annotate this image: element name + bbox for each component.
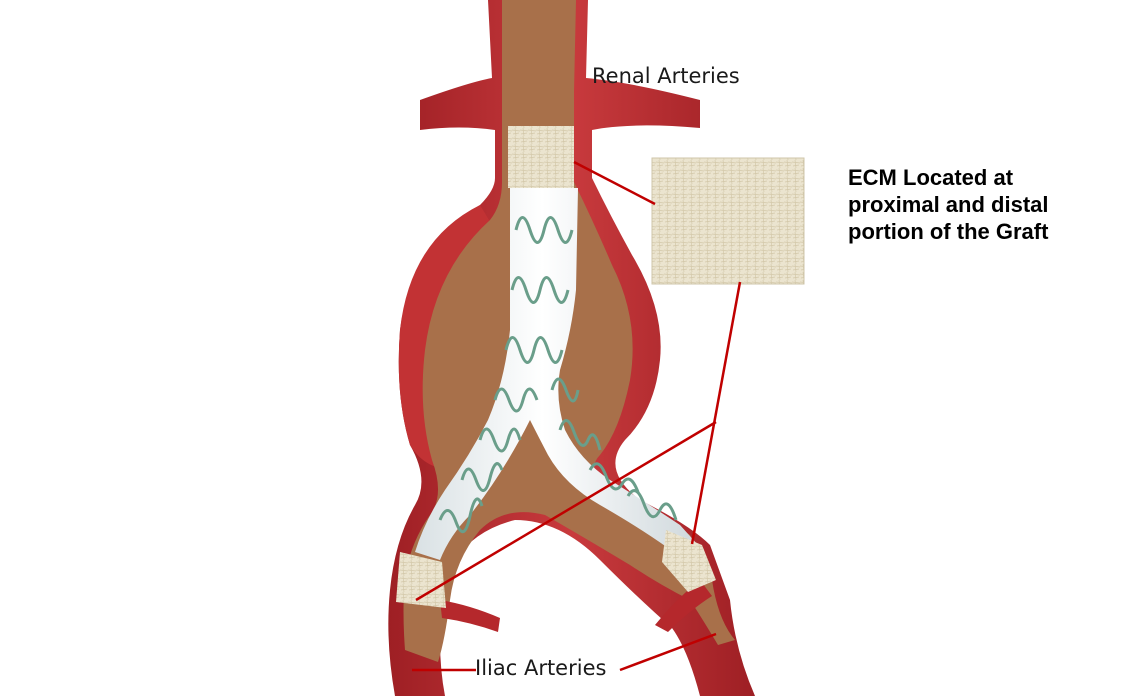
iliac-arteries-label: Iliac Arteries xyxy=(475,656,606,680)
ecm-inset-image xyxy=(652,158,804,284)
ecm-caption-line-3: portion of the Graft xyxy=(848,218,1138,245)
ecm-caption-line-1: ECM Located at xyxy=(848,164,1138,191)
ecm-caption: ECM Located at proximal and distal porti… xyxy=(848,164,1138,245)
ecm-patch-proximal xyxy=(508,126,574,188)
left-iliac-branch xyxy=(440,600,500,632)
renal-arteries-label: Renal Arteries xyxy=(592,64,740,88)
ecm-caption-line-2: proximal and distal xyxy=(848,191,1138,218)
